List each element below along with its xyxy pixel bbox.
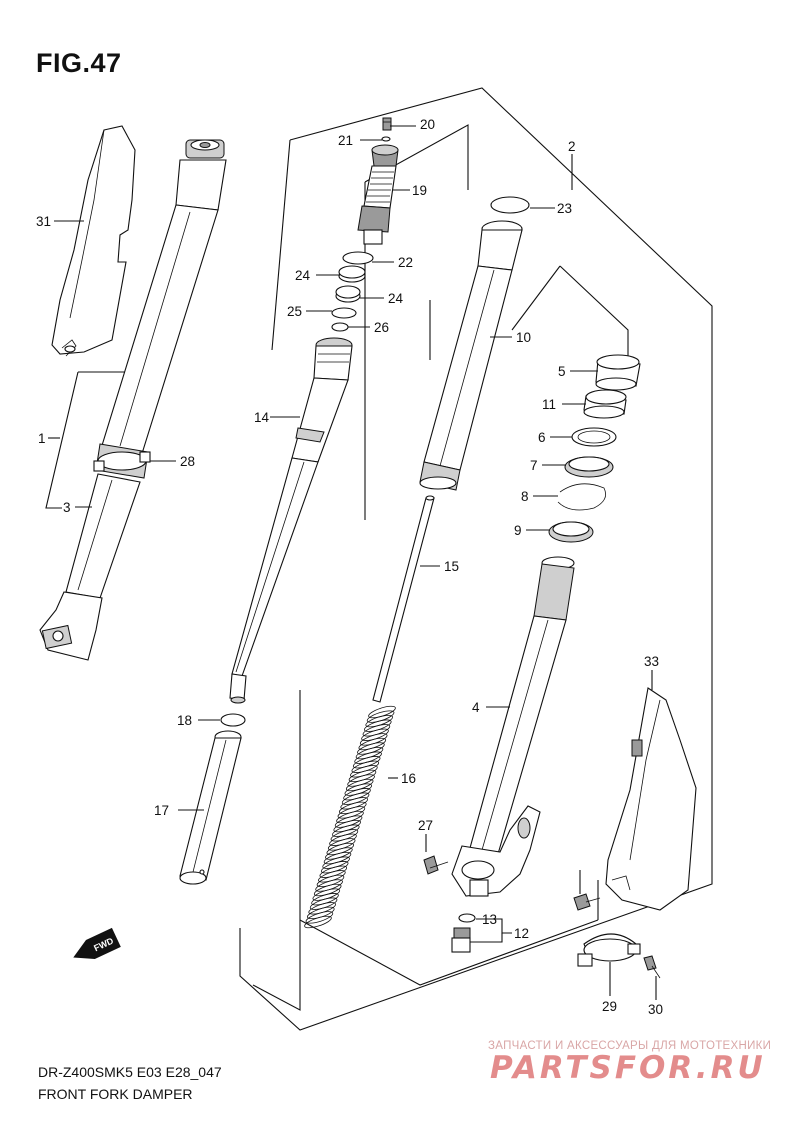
dust-seal-9 (548, 521, 594, 543)
gasket-13 (458, 913, 476, 923)
callout-32: 33 (644, 654, 659, 669)
fork-assembly-left (39, 139, 227, 661)
callout-14: 14 (254, 410, 270, 425)
callout-27: 27 (418, 818, 433, 833)
callout-11: 11 (542, 397, 556, 412)
washer-25 (331, 307, 357, 319)
spring-coil (305, 911, 334, 924)
callout-26: 26 (374, 320, 389, 335)
figure-name: FRONT FORK DAMPER (38, 1086, 193, 1102)
callout-3: 3 (63, 500, 71, 515)
callout-7: 7 (530, 458, 538, 473)
fork-guard-left (51, 125, 136, 357)
figure-title: FIG.47 (36, 48, 122, 78)
damper-adjuster-assembly (357, 144, 399, 245)
damper-top-bolt (382, 117, 392, 131)
callout-10: 10 (516, 330, 531, 345)
inner-tube-4 (451, 556, 575, 897)
callout-15: 15 (444, 559, 459, 574)
stopper-ring-8 (557, 483, 607, 511)
callout-12: 12 (514, 926, 529, 941)
washer-6 (571, 427, 617, 447)
callout-9: 9 (514, 523, 522, 538)
callout-25: 25 (287, 304, 302, 319)
spacer-tube (179, 730, 242, 885)
callout-20: 20 (420, 117, 435, 132)
callout-17: 17 (154, 803, 169, 818)
spring-coil (304, 915, 332, 929)
callout-24-upper: 24 (295, 268, 311, 283)
ring-24-upper (338, 265, 366, 283)
callout-5: 5 (558, 364, 566, 379)
callout-2: 2 (568, 139, 576, 154)
watermark-subtitle: ЗАПЧАСТИ И АКСЕССУАРЫ ДЛЯ МОТОТЕХНИКИ (488, 1040, 772, 1052)
outer-tube-10 (419, 220, 523, 491)
fwd-direction-icon: FWD (73, 927, 121, 960)
ring-24-lower (335, 285, 361, 303)
callout-19: 19 (412, 183, 427, 198)
callout-21: 21 (338, 133, 353, 148)
watermark-logo: PARTSFOR.RU (490, 1050, 766, 1086)
callout-6: 6 (538, 430, 546, 445)
o-ring-26 (331, 322, 349, 332)
oil-seal-7 (564, 456, 614, 478)
callout-8: 8 (521, 489, 529, 504)
o-ring-23 (490, 196, 530, 214)
drain-bolt-12 (451, 927, 471, 953)
callout-29: 29 (602, 999, 617, 1014)
guide-bushing-11 (583, 389, 627, 419)
bolt-30 (643, 955, 661, 979)
callout-30: 30 (648, 1002, 663, 1017)
fork-clamp-29 (577, 933, 641, 967)
callout-31: 31 (36, 214, 51, 229)
fork-guard-right (605, 687, 697, 911)
assembly-outline-2 (239, 87, 713, 1031)
callout-4: 4 (472, 700, 480, 715)
figure-model-code: DR-Z400SMK5 E03 E28_047 (38, 1064, 222, 1080)
callout-18: 18 (177, 713, 192, 728)
fork-spring (304, 705, 396, 929)
callout-16: 16 (401, 771, 416, 786)
callout-28: 28 (180, 454, 195, 469)
callout-22: 22 (398, 255, 413, 270)
screw-33 (573, 893, 601, 911)
damper-cylinder (229, 337, 353, 704)
slide-bushing-5 (595, 354, 641, 391)
assembly-outline-4 (299, 265, 629, 986)
callout-24-lower: 24 (388, 291, 404, 306)
callout-23: 23 (557, 201, 572, 216)
assembly-outline-1 (45, 371, 128, 509)
callout-labels: 20 21 19 22 24 24 25 26 14 18 17 23 10 1… (36, 117, 663, 1017)
o-ring-22 (342, 251, 374, 265)
bolt-27 (423, 855, 449, 875)
callout-13: 13 (482, 912, 497, 927)
callout-1: 1 (38, 431, 46, 446)
o-ring-18 (220, 713, 246, 727)
damper-top-washer (381, 136, 391, 142)
leader-lines (48, 125, 657, 1000)
damper-rod (372, 495, 435, 703)
